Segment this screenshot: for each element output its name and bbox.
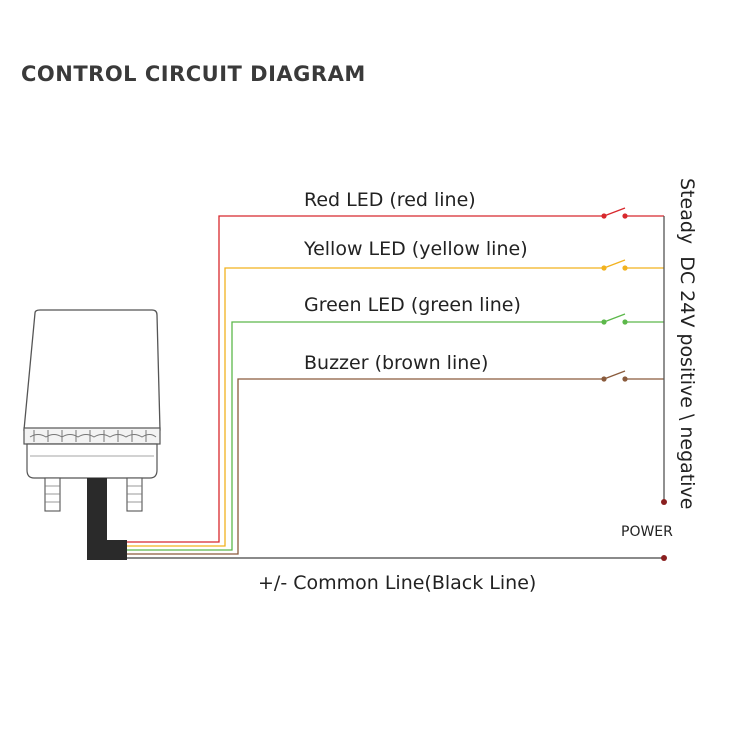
cable-stem xyxy=(87,478,107,560)
power-label: POWER xyxy=(621,524,673,540)
common-line-label: +/- Common Line(Black Line) xyxy=(258,572,536,594)
mounting-bolt-left xyxy=(44,477,61,512)
signal-lamp xyxy=(23,309,161,560)
green-line-label: Green LED (green line) xyxy=(304,294,521,316)
red-line-label: Red LED (red line) xyxy=(304,189,476,211)
lamp-base-ribs xyxy=(29,430,157,442)
mounting-bolt-right xyxy=(126,477,143,512)
supply-voltage-label: Steady DC 24V positive \ negative xyxy=(676,178,698,509)
yellow-line-label: Yellow LED (yellow line) xyxy=(303,238,528,260)
yellow-line-circuit xyxy=(127,259,664,547)
green-line-circuit xyxy=(127,313,664,551)
power-terminal xyxy=(661,499,667,505)
brown-line-label: Buzzer (brown line) xyxy=(304,352,488,374)
diagram-title: CONTROL CIRCUIT DIAGRAM xyxy=(21,62,366,86)
common-terminal xyxy=(661,555,667,561)
lamp-dome xyxy=(23,309,161,431)
brown-line-circuit xyxy=(127,370,664,555)
lamp-base xyxy=(26,443,158,479)
red-line-circuit xyxy=(127,207,664,543)
cable-sheath xyxy=(87,540,127,560)
